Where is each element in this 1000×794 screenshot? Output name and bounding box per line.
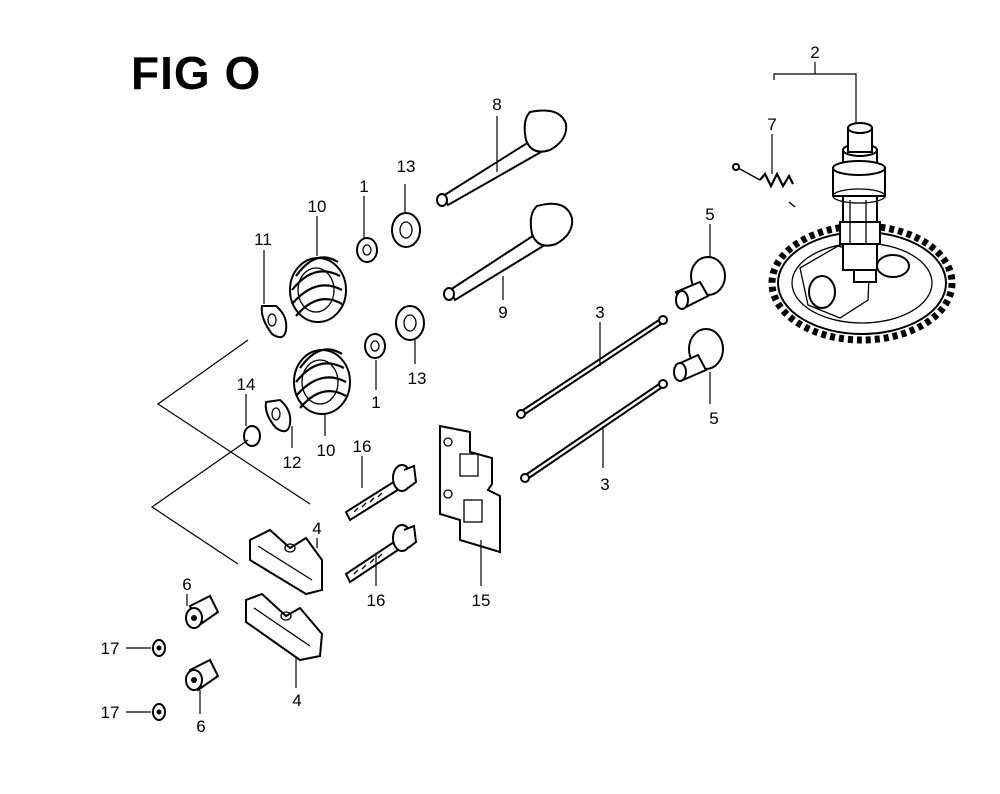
callout-7: 7 bbox=[767, 115, 776, 134]
push-rod-lower bbox=[520, 379, 668, 483]
callout-3-upper: 3 bbox=[595, 303, 604, 322]
callout-16-lower: 16 bbox=[367, 591, 386, 610]
exhaust-valve bbox=[443, 202, 574, 302]
callout-10-upper: 10 bbox=[308, 197, 327, 216]
callout-6-upper: 6 bbox=[182, 575, 191, 594]
valve-spring-upper bbox=[289, 256, 347, 323]
camshaft-assembly bbox=[768, 122, 956, 344]
callout-12: 12 bbox=[283, 453, 302, 472]
valve-rotator bbox=[243, 425, 261, 447]
group-bracket-lower bbox=[150, 439, 249, 565]
stud-bolt-upper bbox=[344, 464, 418, 522]
push-rod-guide-plate bbox=[439, 424, 501, 554]
rocker-arm-upper bbox=[249, 528, 323, 596]
tappet-lower bbox=[673, 328, 724, 382]
callout-14: 14 bbox=[237, 375, 256, 394]
callout-11: 11 bbox=[254, 230, 272, 249]
push-rod-upper bbox=[516, 315, 668, 419]
spring-seat-intake bbox=[260, 305, 288, 339]
valve-spring-lower bbox=[293, 348, 351, 415]
stud-bolt-lower bbox=[344, 524, 418, 584]
spring-seat-exhaust bbox=[264, 398, 292, 433]
valve-retainer-lower bbox=[364, 333, 386, 359]
rocker-pivot-upper bbox=[185, 594, 220, 629]
rocker-arm-lower bbox=[245, 592, 324, 662]
decompressor-spring bbox=[732, 163, 796, 208]
callout-17-lower: 17 bbox=[101, 703, 120, 722]
valve-retainer-upper bbox=[356, 237, 378, 263]
callout-9: 9 bbox=[498, 303, 507, 322]
callout-10-lower: 10 bbox=[317, 441, 336, 460]
intake-valve bbox=[436, 109, 568, 207]
callout-1-lower: 1 bbox=[371, 393, 380, 412]
nut-lower bbox=[152, 703, 166, 721]
callout-13-upper: 13 bbox=[397, 157, 416, 176]
callout-5-upper: 5 bbox=[705, 205, 714, 224]
callout-8: 8 bbox=[492, 95, 501, 114]
nut-upper bbox=[152, 639, 166, 657]
tappet-upper bbox=[674, 256, 726, 310]
callout-4-upper: 4 bbox=[312, 519, 321, 538]
valve-stem-seal-lower bbox=[395, 305, 425, 341]
group-bracket-upper bbox=[156, 339, 311, 505]
figure-title: FIG O bbox=[131, 47, 262, 99]
callout-6-lower: 6 bbox=[196, 717, 205, 736]
callout-15: 15 bbox=[472, 591, 491, 610]
valve-stem-seal-upper bbox=[391, 212, 421, 248]
callout-2: 2 bbox=[810, 43, 819, 62]
callout-4-lower: 4 bbox=[292, 691, 301, 710]
leader-lines bbox=[126, 62, 857, 714]
callout-1-upper: 1 bbox=[359, 177, 368, 196]
callout-13-lower: 13 bbox=[408, 369, 427, 388]
rocker-pivot-lower bbox=[185, 658, 220, 692]
callout-17-upper: 17 bbox=[101, 639, 120, 658]
callout-16-upper: 16 bbox=[353, 437, 372, 456]
callout-labels: 2 7 8 9 10 1 13 11 5 5 3 3 13 1 10 14 12… bbox=[101, 43, 820, 736]
callout-5-lower: 5 bbox=[709, 409, 718, 428]
callout-3-lower: 3 bbox=[600, 475, 609, 494]
